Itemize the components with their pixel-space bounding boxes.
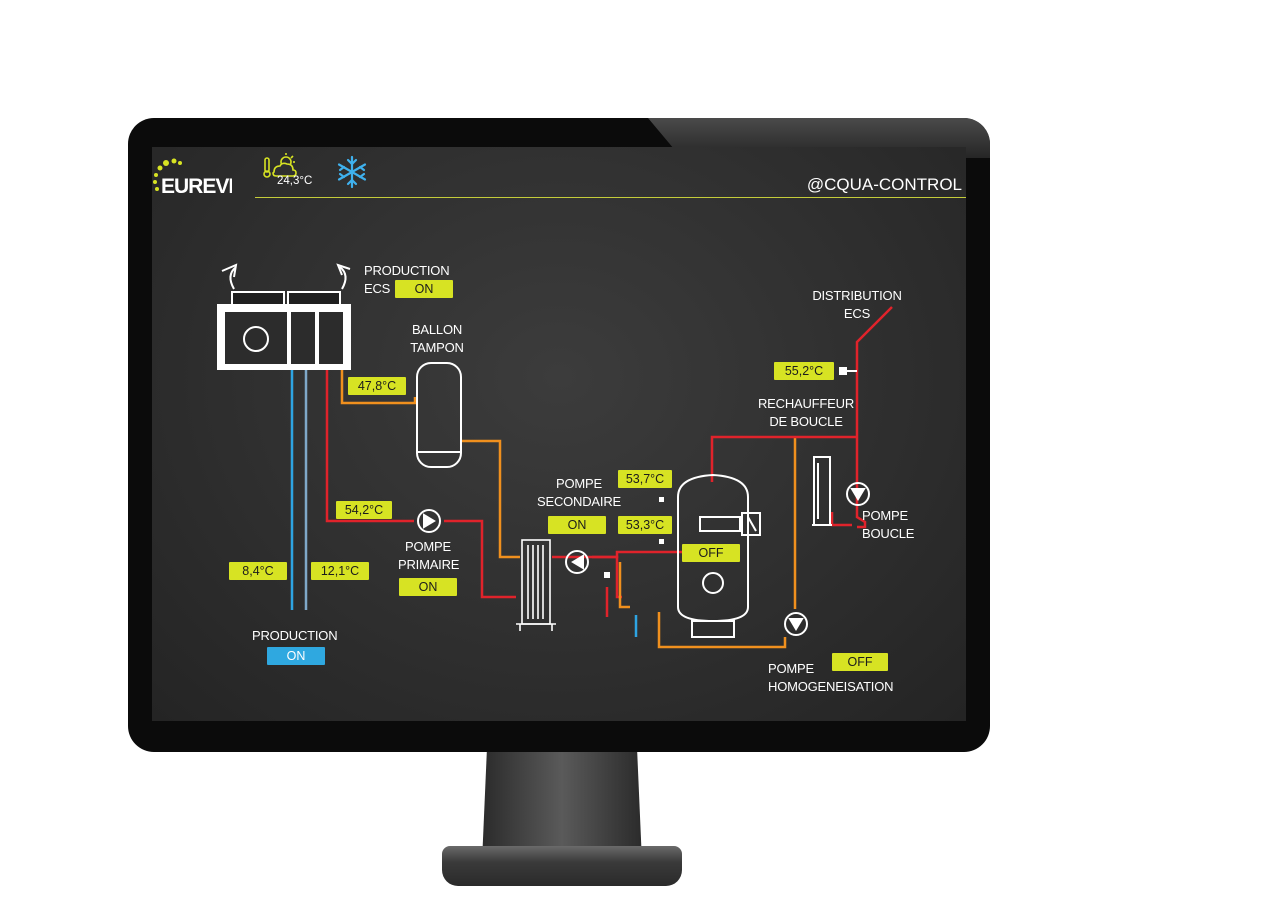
production-status[interactable]: ON <box>267 647 325 665</box>
monitor-stand-base <box>442 846 682 886</box>
storage-tank <box>677 473 761 638</box>
pipe-warm-bottom <box>657 612 787 649</box>
homogenization-pump-icon <box>784 612 808 636</box>
distribution-sensor <box>839 367 857 375</box>
loop-heater <box>812 456 832 526</box>
sensor-tank-top <box>659 497 664 502</box>
hydraulic-diagram <box>217 263 893 649</box>
header-divider <box>255 197 966 198</box>
monitor-stand-neck <box>482 752 642 862</box>
pompe-secondaire-status[interactable]: ON <box>548 516 606 534</box>
temp-buffer-in: 47,8°C <box>348 377 406 395</box>
svg-text:EUREVIA: EUREVIA <box>161 175 232 198</box>
sensor-valve <box>604 572 610 578</box>
weather-icon <box>260 152 306 187</box>
pipe-hot-primary-2 <box>444 519 516 599</box>
scada-screen: EUREVIA 24,3°C <box>152 147 966 721</box>
temp-primary: 54,2°C <box>336 501 392 519</box>
temp-return-red: 12,1°C <box>311 562 369 580</box>
snowflake-icon[interactable] <box>335 155 369 194</box>
loop-pump-icon <box>846 482 870 506</box>
temp-tank-top: 53,7°C <box>618 470 672 488</box>
sensor-tank-mid <box>659 539 664 544</box>
temp-return-blue: 8,4°C <box>229 562 287 580</box>
pipe-hot-top <box>710 435 857 482</box>
monitor-frame: EUREVIA 24,3°C <box>128 118 990 752</box>
pompe-homog-status[interactable]: OFF <box>832 653 888 671</box>
pipe-hot-heater <box>830 512 852 527</box>
pipe-warm-loop <box>618 562 630 609</box>
production-label: PRODUCTION <box>252 628 338 643</box>
plate-heat-exchanger <box>516 539 556 631</box>
pipe-hot-primary <box>325 369 414 523</box>
pipe-warm-buffer-out <box>460 439 520 559</box>
secondary-pump-icon <box>565 550 589 574</box>
outdoor-temperature: 24,3°C <box>277 175 313 187</box>
pompe-primaire-status[interactable]: ON <box>399 578 457 596</box>
production-ecs-status[interactable]: ON <box>395 280 453 298</box>
temp-distribution: 55,2°C <box>774 362 834 380</box>
chiller-unit <box>217 263 351 370</box>
pipe-warm-buffer <box>340 369 417 405</box>
primary-pump-icon <box>417 509 441 533</box>
brand-title: @CQUA-CONTROL <box>806 175 962 194</box>
tank-heater-status[interactable]: OFF <box>682 544 740 562</box>
temp-tank-mid: 53,3°C <box>618 516 672 534</box>
buffer-tank <box>416 362 462 468</box>
pipe-hot-dist <box>855 306 893 437</box>
eurevia-logo: EUREVIA <box>152 157 249 208</box>
